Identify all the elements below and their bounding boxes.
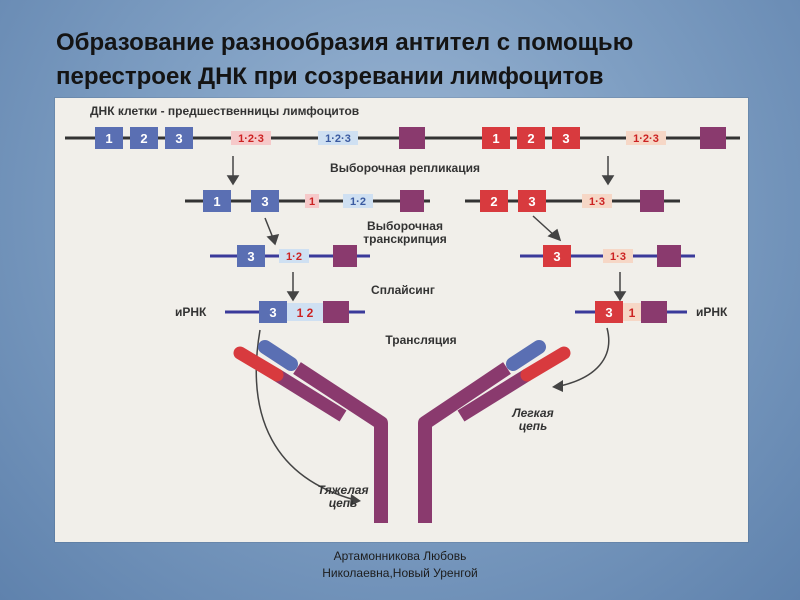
mrna-light-j-segment-box (623, 303, 641, 321)
rep-light-j-segments-box (582, 194, 612, 208)
mrna-dj-segments-box (287, 303, 323, 321)
tr-light-j-segments-label: 1·3 (610, 251, 626, 263)
v-segment-2 (130, 127, 158, 149)
j-segments-box (318, 131, 358, 145)
slide-title: Образование разнообразия антител с помощ… (56, 26, 776, 94)
replication-arrows (226, 156, 615, 186)
mrna-v-segment-3-label: 3 (269, 305, 276, 320)
v-segment-3-label: 3 (175, 131, 182, 146)
light-chain-label-line-2: цепь (519, 419, 547, 433)
light-v-segment-3 (552, 127, 580, 149)
heavy-chain-germline-segments: 1 2 3 1·2·3 1·2·3 (95, 127, 425, 149)
splicing-label: Сплайсинг (371, 283, 435, 297)
tr-v-segment-3-label: 3 (247, 249, 254, 264)
tr-constant-heavy (333, 245, 357, 267)
rep-v-segment-1-label: 1 (213, 194, 220, 209)
constant-segment-light (700, 127, 726, 149)
slide-title-line-1: Образование разнообразия антител с помощ… (56, 29, 634, 56)
light-v-segment-2-label: 2 (527, 131, 534, 146)
light-chain-label-line-1: Легкая (511, 406, 553, 420)
antibody-diversity-diagram: ДНК клетки - предшественницы лимфоцитов … (55, 98, 748, 542)
replicated-dna-row: 1 3 1 1·2 2 3 1·3 (185, 190, 680, 212)
rep-j-segments-label: 1·2 (350, 196, 366, 208)
v-segment-1 (95, 127, 123, 149)
mrna-v-segment-3 (259, 301, 287, 323)
transcript-row: 3 1·2 3 1·3 (210, 245, 695, 267)
heavy-chain-right-variable (506, 340, 546, 371)
rep-d-segment-label: 1 (309, 196, 315, 208)
tr-light-v-segment-3-label: 3 (553, 249, 560, 264)
light-chain-left-constant (273, 369, 347, 422)
rep-j-segments-box (343, 194, 373, 208)
rep-v-segment-3 (251, 190, 279, 212)
tr-light-v-segment-3 (543, 245, 571, 267)
v-segment-3 (165, 127, 193, 149)
d-segments-label: 1·2·3 (238, 133, 264, 145)
slide-title-line-2: перестроек ДНК при созревании лимфоцитов (56, 63, 604, 90)
rep-light-j-segments-label: 1·3 (589, 196, 605, 208)
light-v-segment-3-label: 3 (562, 131, 569, 146)
transcription-arrows (264, 215, 562, 246)
selective-replication-label: Выборочная репликация (330, 161, 480, 175)
selective-transcription-label-line-1: Выборочная (367, 219, 443, 233)
germline-dna-label: ДНК клетки - предшественницы лимфоцитов (90, 104, 359, 118)
rep-v-segment-3-label: 3 (261, 194, 268, 209)
selective-transcription-label-line-2: транскрипция (363, 232, 447, 246)
heavy-chain-label-line-1: Тяжелая (317, 483, 368, 497)
tr-constant-light (657, 245, 681, 267)
mrna-row: иРНК 3 1 2 3 1 иРНК (175, 301, 728, 323)
rep-d-segment-box (305, 194, 319, 208)
light-v-segment-1-label: 1 (492, 131, 499, 146)
rep-v-segment-1 (203, 190, 231, 212)
v-segment-1-label: 1 (105, 131, 112, 146)
rep-light-v-segment-3-label: 3 (528, 194, 535, 209)
mrna-constant-light (641, 301, 667, 323)
mrna-light-v-segment-3-label: 3 (605, 305, 612, 320)
light-j-segments-box (626, 131, 666, 145)
tr-light-j-segments-box (603, 249, 633, 263)
germline-dna-row: 1 2 3 1·2·3 1·2·3 1 2 3 1·2·3 (65, 127, 740, 149)
author-line-1: Артамонникова Любовь (333, 549, 467, 563)
light-v-segment-1 (482, 127, 510, 149)
tr-j-segments-label: 1·2 (286, 251, 302, 263)
heavy-chain-arrowhead (350, 494, 361, 506)
d-segments-box (231, 131, 271, 145)
heavy-chain-left (293, 362, 388, 523)
light-chain-right-constant (457, 369, 531, 422)
rep-constant-heavy (400, 190, 424, 212)
antibody (233, 340, 571, 523)
light-j-segments-label: 1·2·3 (633, 133, 659, 145)
mrna-label-right: иРНК (696, 305, 728, 319)
light-v-segment-2 (517, 127, 545, 149)
light-chain-right-variable (520, 346, 571, 382)
mrna-light-v-segment-3 (595, 301, 623, 323)
v-segment-2-label: 2 (140, 131, 147, 146)
translation-label: Трансляция (385, 333, 456, 347)
rep-light-v-segment-2-label: 2 (490, 194, 497, 209)
mrna-light-j-segment-label: 1 (629, 306, 636, 320)
author-line-2: Николаевна,Новый Уренгой (322, 566, 478, 580)
heavy-chain-label-line-2: цепь (329, 496, 357, 510)
heavy-chain-right (418, 362, 511, 523)
j-segments-label: 1·2·3 (325, 133, 351, 145)
heavy-chain-left-variable (258, 340, 298, 371)
splicing-arrows (286, 272, 627, 302)
mrna-label-left: иРНК (175, 305, 207, 319)
light-chain-arrowhead (552, 380, 563, 392)
rep-light-v-segment-2 (480, 190, 508, 212)
rep-constant-light (640, 190, 664, 212)
tr-v-segment-3 (237, 245, 265, 267)
light-chain-germline-segments: 1 2 3 1·2·3 (482, 127, 726, 149)
slide-footer: Артамонникова Любовь Николаевна,Новый Ур… (0, 548, 800, 582)
mrna-dj-segments-label: 1 2 (297, 306, 314, 320)
constant-segment-heavy (399, 127, 425, 149)
light-chain-left-variable (233, 346, 284, 382)
tr-j-segments-box (279, 249, 309, 263)
mrna-constant-heavy (323, 301, 349, 323)
rep-light-v-segment-3 (518, 190, 546, 212)
